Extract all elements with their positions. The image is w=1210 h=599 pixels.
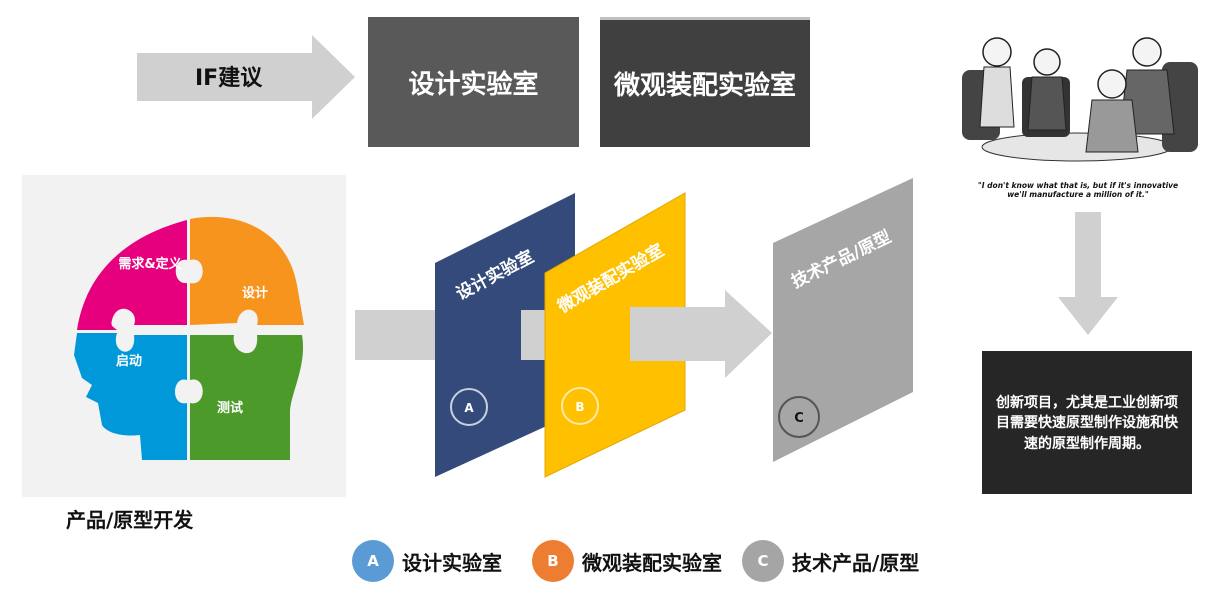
panel-b-badge-ring xyxy=(561,387,599,425)
puzzle-text-design: 设计 xyxy=(242,285,268,301)
legend-item-b: B 微观装配实验室 xyxy=(532,540,722,582)
innovation-note-box: 创新项目，尤其是工业创新项目需要快速原型制作设施和快速的原型制作周期。 xyxy=(982,351,1192,494)
puzzle-piece-design xyxy=(190,216,304,325)
cartoon-quote: "I don't know what that is, but if it's … xyxy=(977,181,1179,199)
flow-arrow-in xyxy=(355,310,450,360)
puzzle-piece-test xyxy=(190,335,304,460)
legend-badge-b: B xyxy=(532,540,574,582)
legend-badge-c: C xyxy=(742,540,784,582)
business-meeting-cartoon xyxy=(952,22,1202,172)
legend-label-c: 技术产品/原型 xyxy=(792,550,920,575)
legend-badge-a: A xyxy=(352,540,394,582)
panel-tech-product xyxy=(773,178,913,462)
puzzle-piece-requirements xyxy=(77,220,187,330)
panel-c-badge-ring xyxy=(778,396,820,438)
if-suggestion-label: IF建议 xyxy=(195,66,263,91)
panel-c-badge: C xyxy=(794,411,804,426)
down-arrow xyxy=(1058,212,1118,335)
puzzle-text-test: 测试 xyxy=(217,400,243,416)
panel-micro-lab xyxy=(544,192,686,478)
panel-a-badge: A xyxy=(464,401,474,415)
micro-assembly-lab-box: 微观装配实验室 xyxy=(600,17,810,147)
if-arrow xyxy=(137,35,355,119)
legend-label-b: 微观装配实验室 xyxy=(582,550,722,575)
panel-b-badge: B xyxy=(575,400,584,414)
flow-connector-ab xyxy=(521,310,549,360)
legend-item-a: A 设计实验室 xyxy=(352,540,502,582)
lab-flow-diagram: 设计实验室 A 微观装配实验室 B 技术产品/原型 C xyxy=(355,178,913,478)
product-prototype-caption: 产品/原型开发 xyxy=(66,508,194,532)
panel-a-badge-ring xyxy=(450,388,488,426)
head-puzzle-illustration: 需求&定义 设计 启动 测试 xyxy=(74,216,304,460)
puzzle-text-requirements: 需求&定义 xyxy=(118,256,182,272)
flow-arrow-bc xyxy=(630,290,772,378)
puzzle-text-start: 启动 xyxy=(116,353,142,369)
design-lab-box: 设计实验室 xyxy=(368,17,579,147)
legend-item-c: C 技术产品/原型 xyxy=(742,540,919,582)
puzzle-piece-start xyxy=(74,333,187,460)
legend-label-a: 设计实验室 xyxy=(402,550,502,575)
panel-design-lab xyxy=(435,193,575,477)
